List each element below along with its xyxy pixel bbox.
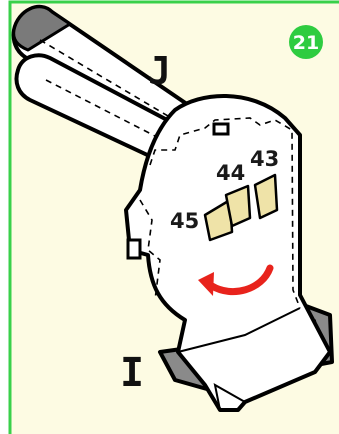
part-label-j: J bbox=[148, 49, 171, 93]
step-number: 21 bbox=[293, 32, 319, 54]
slot-label-44: 44 bbox=[216, 161, 245, 185]
part-label-i: I bbox=[120, 350, 144, 396]
slot-label-43: 43 bbox=[250, 147, 279, 171]
slot-label-45: 45 bbox=[170, 209, 199, 233]
step-badge: 21 bbox=[289, 25, 323, 59]
